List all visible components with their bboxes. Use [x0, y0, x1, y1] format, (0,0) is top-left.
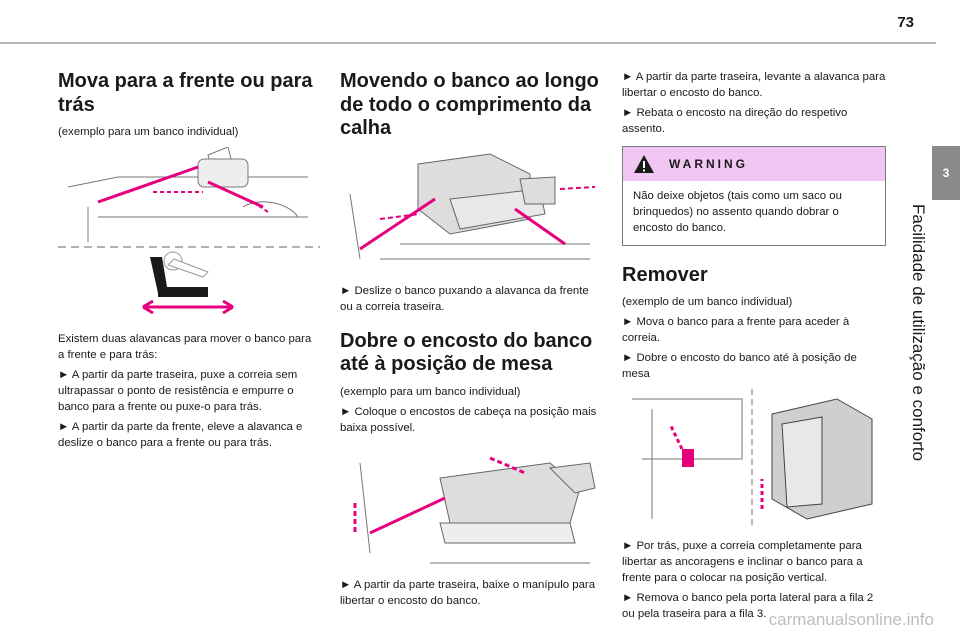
chapter-side-title: Facilidade de utilização e conforto — [900, 204, 940, 464]
lower-handle-step: ► A partir da parte traseira, baixe o ma… — [340, 578, 596, 607]
watermark-footer: carmanualsonline.info — [768, 610, 934, 629]
intro-text: (exemplo para um banco individual) — [58, 126, 239, 139]
illustration-fold-backrest — [340, 443, 602, 568]
illustration-remove-seat — [622, 389, 886, 530]
fold-back-step: ► Rebata o encosto na direção do respeti… — [622, 106, 848, 135]
remove-step-4: ► Remova o banco pela porta lateral para… — [622, 592, 874, 621]
page-number: 73 — [897, 14, 914, 31]
intro-text-2: (exemplo para um banco individual) — [340, 385, 521, 398]
chapter-title-text: Facilidade de utilização e conforto — [909, 204, 928, 462]
illustration-seat-rails — [58, 147, 320, 322]
warning-box: WARNING Não deixe objetos (tais como um … — [622, 145, 886, 246]
move-para-1: Existem duas alavancas para mover o banc… — [58, 333, 312, 362]
section-heading-move: Mova para a frente ou para trás — [58, 70, 313, 116]
illustration-seat-full-slide — [340, 149, 602, 274]
section-heading-remove: Remover — [622, 263, 708, 286]
slide-step: ► Deslize o banco puxando a alavanca da … — [340, 284, 589, 313]
column-3: ► A partir da parte traseira, levante a … — [622, 70, 886, 627]
header-rule — [0, 42, 936, 44]
warning-triangle-icon — [634, 154, 654, 173]
remove-step-2: ► Dobre o encosto do banco até à posição… — [622, 352, 857, 381]
remove-step-3: ► Por trás, puxe a correia completamente… — [622, 540, 863, 585]
raise-lever-step: ► A partir da parte traseira, levante a … — [622, 71, 886, 99]
warning-label: WARNING — [669, 156, 748, 171]
chapter-tab[interactable]: 3 — [932, 146, 960, 200]
warning-header: WARNING — [623, 146, 885, 181]
move-para-3: ► A partir da parte da frente, eleve a a… — [58, 421, 303, 449]
column-1: Mova para a frente ou para trás (exemplo… — [58, 70, 320, 456]
headrest-step: ► Coloque o encostos de cabeça na posiçã… — [340, 405, 597, 434]
move-para-2: ► A partir da parte traseira, puxe a cor… — [58, 369, 298, 414]
column-2: Movendo o banco ao longo de todo o compr… — [340, 70, 602, 614]
warning-text: Não deixe objetos (tais como um saco ou … — [633, 189, 842, 234]
section-heading-full-length: Movendo o banco ao longo de todo o compr… — [340, 70, 599, 140]
section-heading-table-position: Dobre o encosto do banco até à posição d… — [340, 329, 593, 376]
remove-step-1: ► Mova o banco para a frente para aceder… — [622, 316, 850, 345]
remove-intro: (exemplo de um banco individual) — [622, 296, 793, 309]
